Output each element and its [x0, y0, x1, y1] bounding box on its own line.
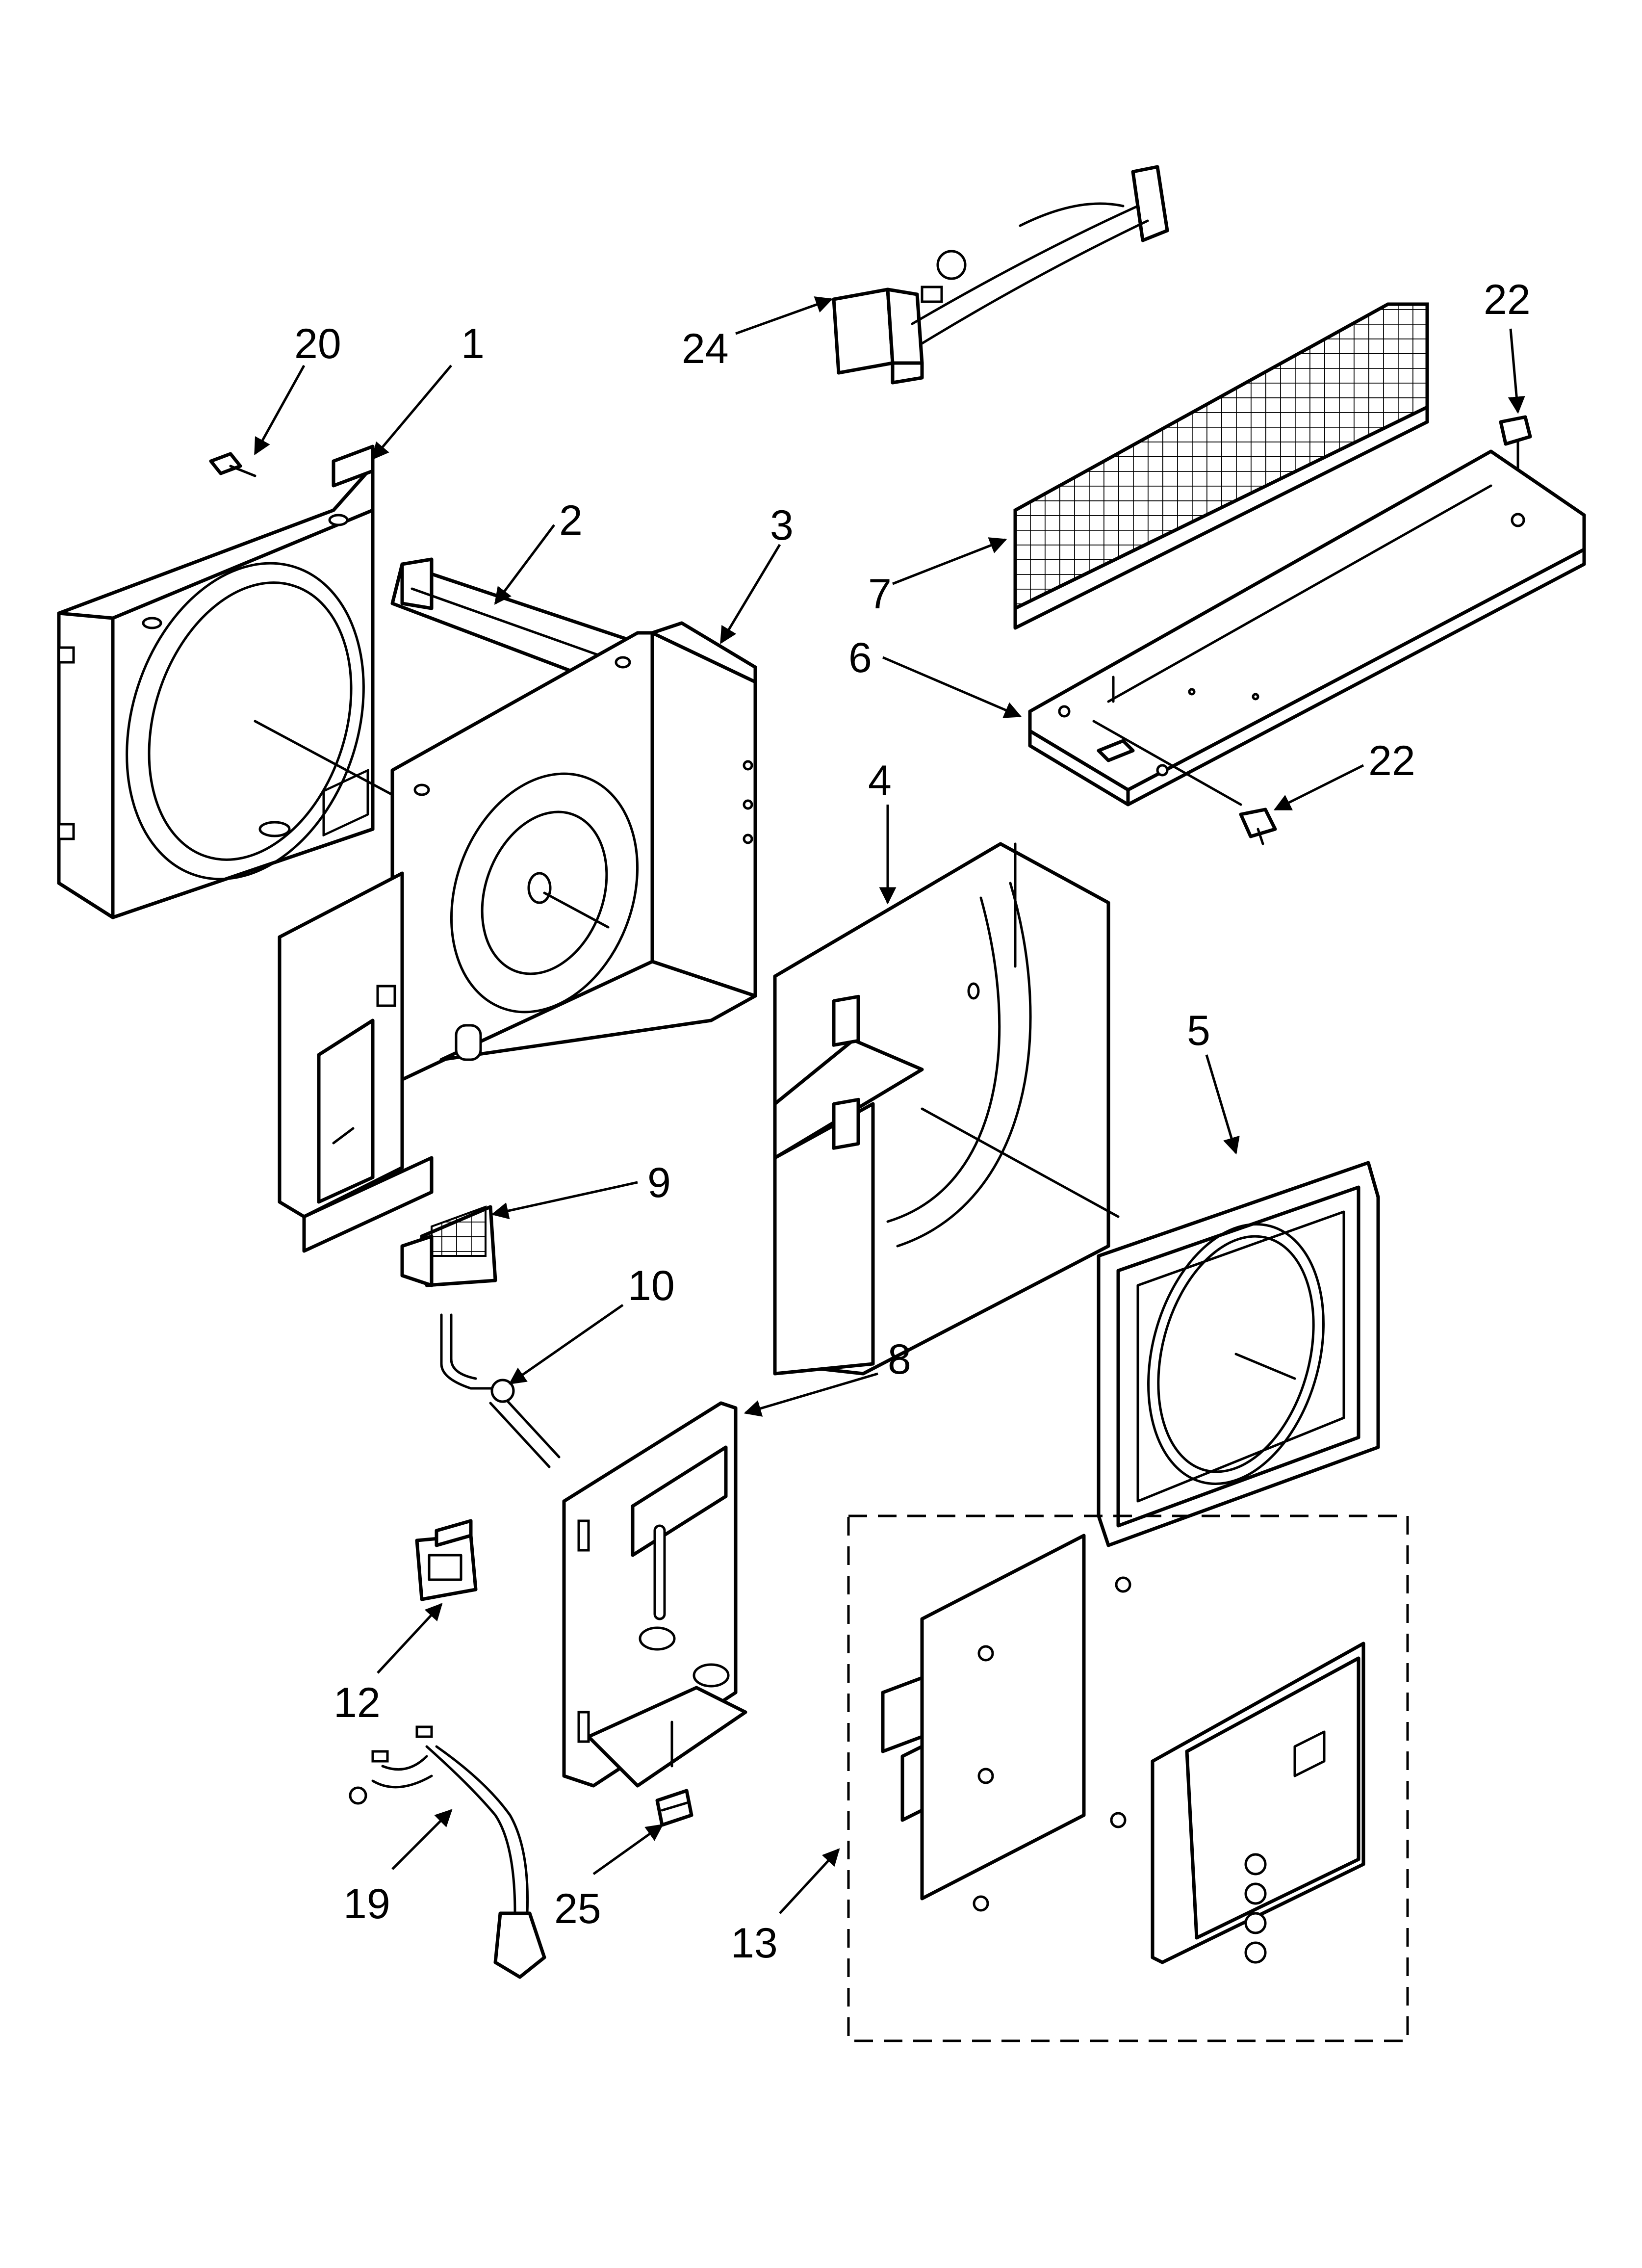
- callout-20: 20: [294, 320, 341, 367]
- callout-10: 10: [628, 1262, 675, 1309]
- callout-8: 8: [888, 1336, 911, 1383]
- callout-22-top: 22: [1484, 276, 1531, 323]
- part-13-control-assembly: [847, 1514, 1409, 2042]
- callout-6: 6: [848, 634, 872, 681]
- part-4-blower-housing: [773, 842, 1120, 1376]
- part-22-screw-top: [1499, 415, 1532, 472]
- callout-22-bottom: 22: [1368, 737, 1415, 784]
- part-5-front-frame: [1097, 1161, 1380, 1547]
- part-12-transformer: [415, 1519, 478, 1601]
- callout-3: 3: [770, 502, 794, 549]
- part-9-sensor-bracket: [400, 1205, 497, 1287]
- part-20-screw: [209, 452, 257, 477]
- callout-1: 1: [461, 320, 485, 367]
- callout-12: 12: [334, 1679, 381, 1726]
- part-1-shroud: [57, 444, 394, 919]
- leader-lines: [254, 296, 1525, 1914]
- callout-25: 25: [554, 1885, 601, 1932]
- callout-24: 24: [682, 325, 729, 372]
- screws-13: [973, 1576, 1131, 1912]
- part-19-power-cord: [349, 1725, 546, 1979]
- callout-9: 9: [647, 1159, 671, 1206]
- part-2-bracket: [390, 557, 649, 689]
- part-3-bulkhead: [278, 621, 757, 1253]
- callout-labels: 20 1 2 3 24 22 7 6 22 4 5 9 10 8 12 19 2…: [294, 276, 1531, 1967]
- callout-2: 2: [559, 497, 583, 544]
- part-7-filter: [1013, 302, 1429, 630]
- callout-13: 13: [731, 1920, 778, 1967]
- callout-7: 7: [868, 571, 892, 618]
- part-24-heater: [832, 165, 1169, 385]
- part-22-screw-bottom: [1239, 808, 1277, 845]
- part-10-thermistor: [440, 1313, 561, 1468]
- callout-4: 4: [868, 757, 892, 804]
- part-6-base-pan: [1028, 449, 1586, 807]
- part-25-grommet: [655, 1789, 693, 1827]
- part-8-control-panel: [562, 1401, 747, 1788]
- callout-5: 5: [1187, 1007, 1210, 1054]
- callout-19: 19: [343, 1880, 390, 1928]
